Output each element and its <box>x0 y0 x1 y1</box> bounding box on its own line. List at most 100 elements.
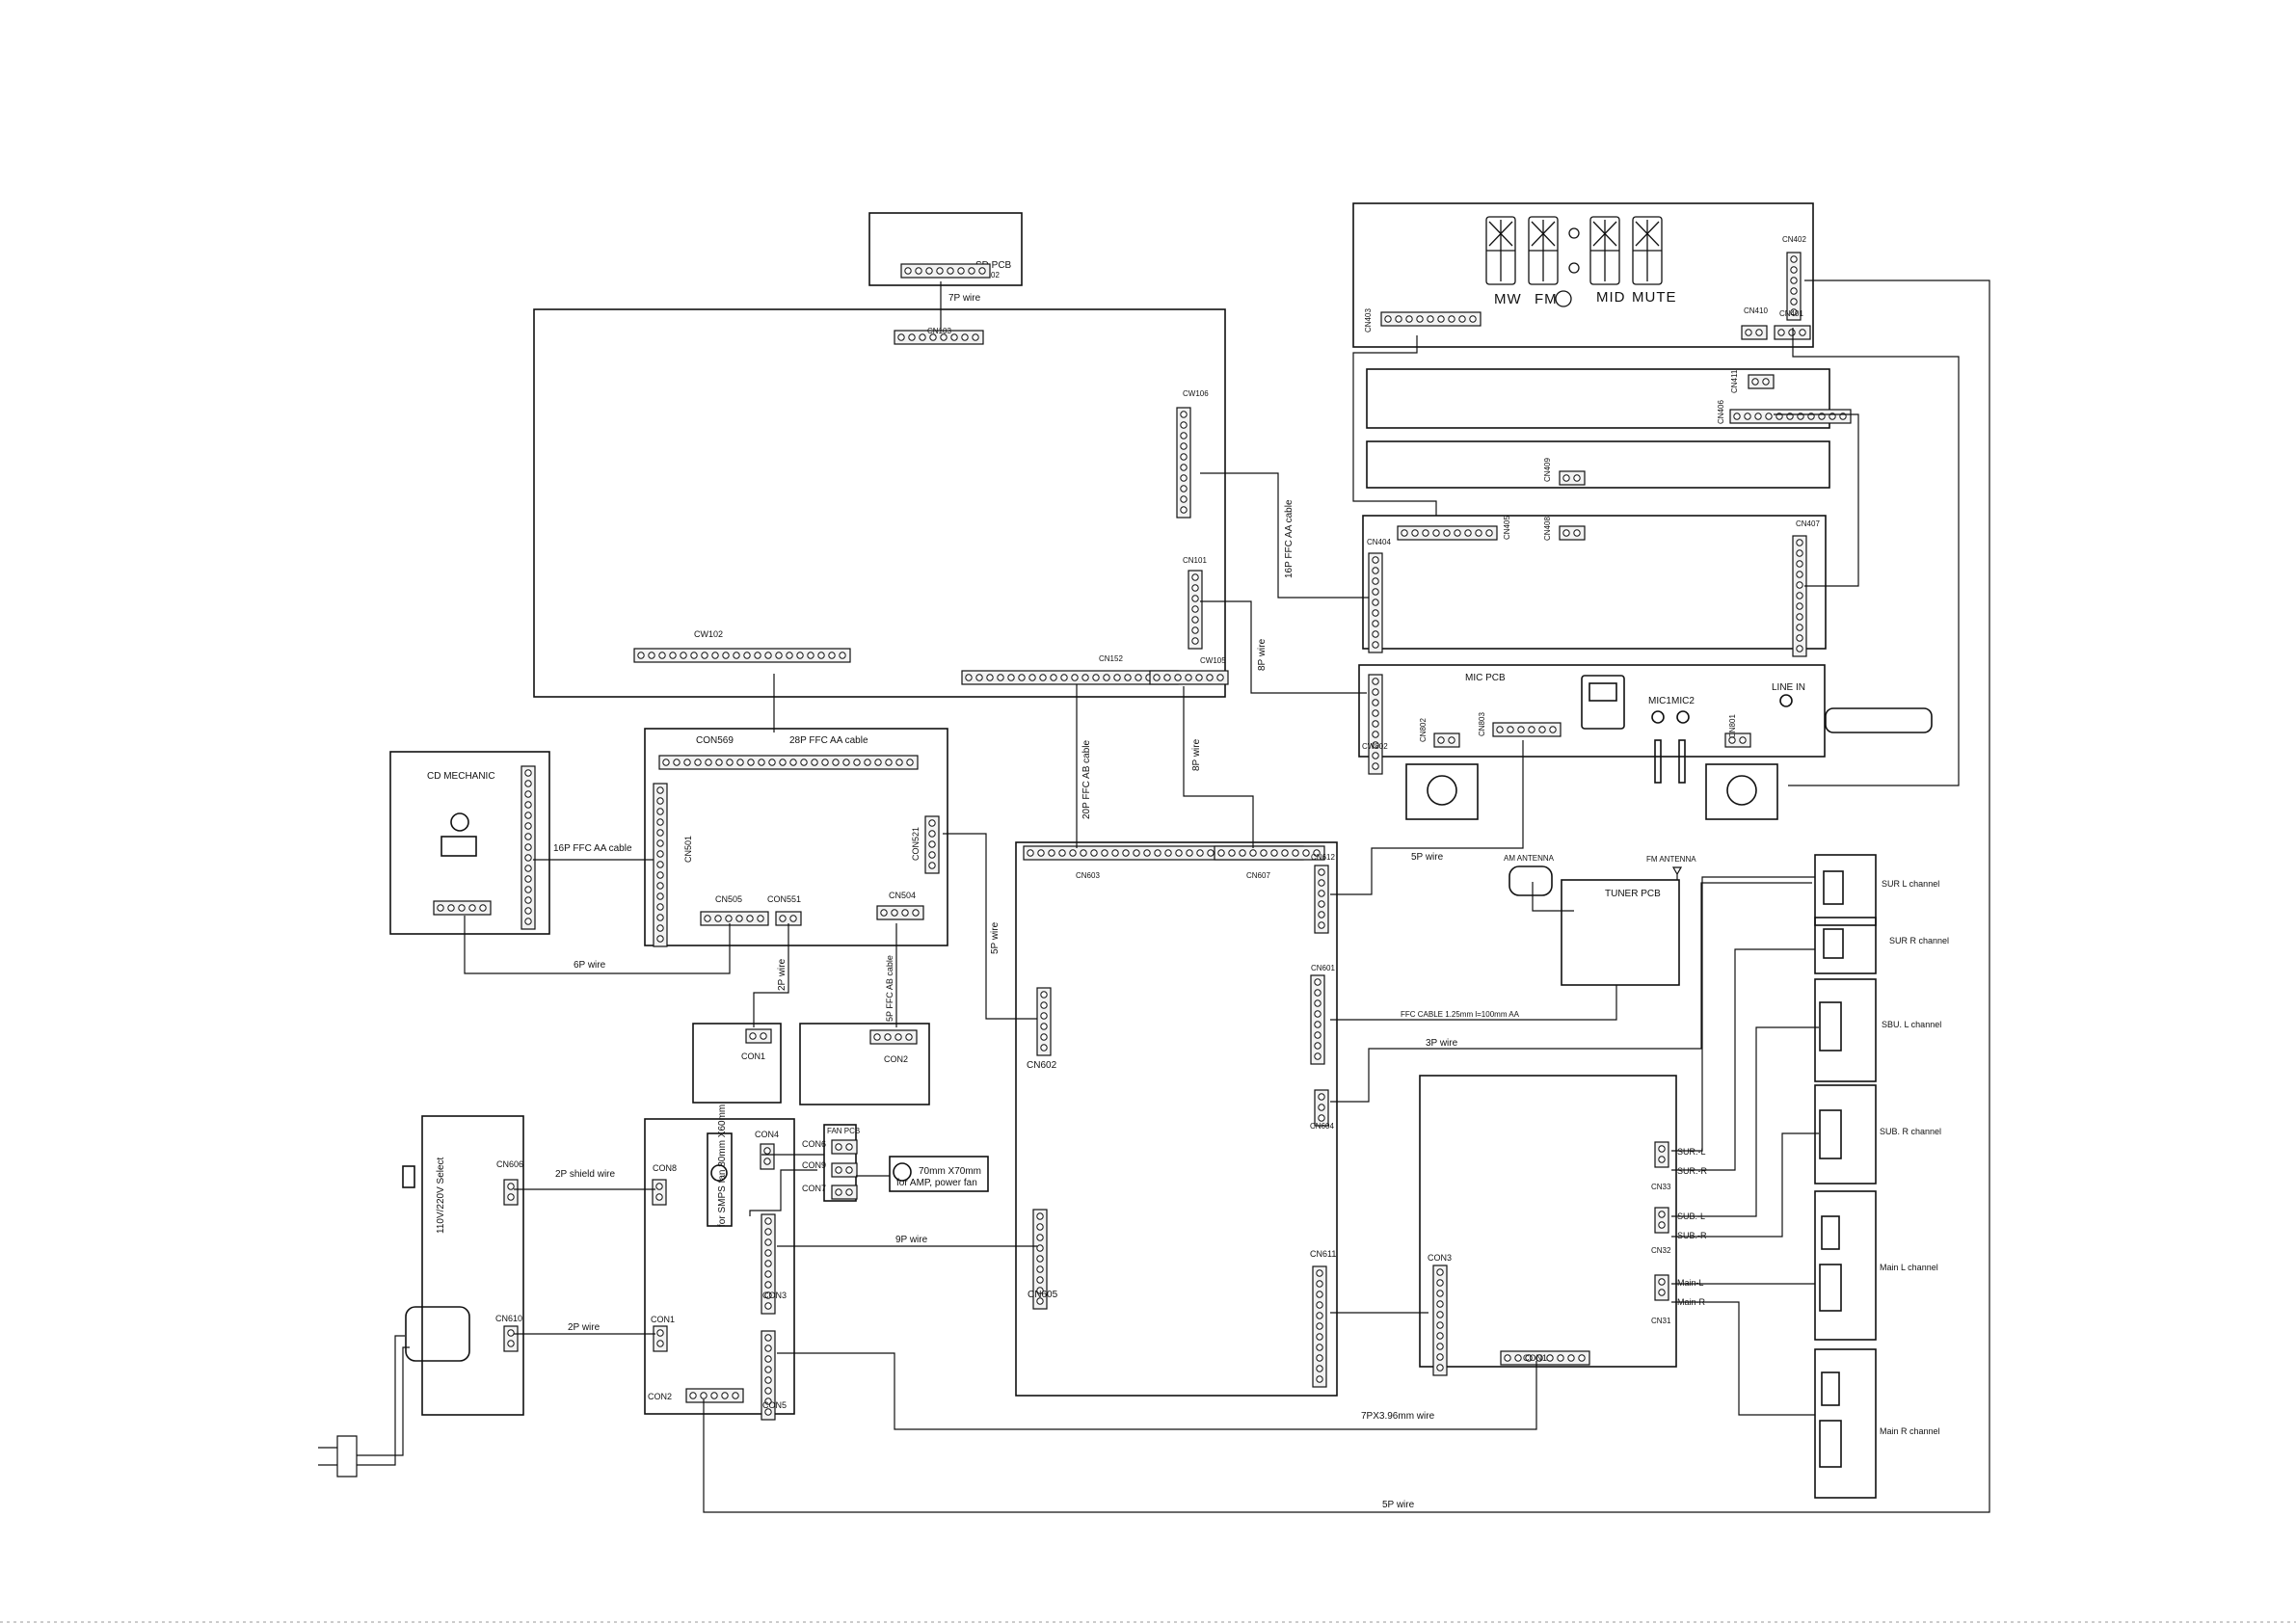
connector-front-cn404 <box>1368 552 1383 653</box>
connector-pin <box>1448 736 1455 744</box>
connector-pin <box>700 1392 707 1399</box>
speaker-sub-r: SUB. R channel <box>1814 1084 1941 1185</box>
connector-pin <box>1422 529 1429 537</box>
wire-7p-label: 7P wire <box>948 293 981 304</box>
digit-3 <box>1589 216 1620 285</box>
connector-pin <box>1314 1010 1322 1018</box>
connector-pin <box>925 267 933 275</box>
connector-pin <box>764 1291 772 1299</box>
speaker-sub-r-label: SUB. R channel <box>1880 1127 1941 1136</box>
connector-pin <box>828 652 836 659</box>
connector-cd-header <box>521 765 536 930</box>
wire-5p-ffc-label: 5P FFC AB cable <box>885 955 894 1022</box>
connector-pin <box>714 915 722 922</box>
connector-pin <box>764 1302 772 1310</box>
connector-front-cn411 <box>1748 374 1775 389</box>
small-board-con1 <box>692 1023 782 1104</box>
connector-pin <box>906 759 914 766</box>
connector-mic-cn802 <box>1433 732 1460 748</box>
speaker-output-labels: SUR.-L SUR.-R SUB.-L SUB.-R Main-L Main-… <box>1677 1147 1707 1307</box>
wire-2p-con1-label: 2P wire <box>777 958 788 991</box>
connector-pin <box>746 915 754 922</box>
digit-2 <box>1528 216 1559 285</box>
cn411-label: CN411 <box>1730 369 1739 393</box>
connector-pin <box>758 759 765 766</box>
connector-pin <box>928 851 936 859</box>
connector-pin <box>507 1340 515 1347</box>
connector-pin <box>1739 736 1747 744</box>
connector-pin <box>694 759 702 766</box>
connector-small-con2 <box>869 1029 918 1045</box>
connector-pin <box>1790 298 1798 306</box>
connector-pin <box>1316 1333 1323 1341</box>
connector-pin <box>637 652 645 659</box>
connector-pin <box>689 1392 697 1399</box>
connector-pin <box>1180 432 1188 439</box>
connector-pin <box>1436 1364 1444 1371</box>
connector-pin <box>656 871 664 879</box>
connector-pin <box>1372 609 1379 617</box>
route-cn403-cn405 <box>1352 335 1437 516</box>
connector-pin <box>1314 1052 1322 1060</box>
route-cn612-mic <box>1330 740 1524 895</box>
fm-antenna-label: FM ANTENNA <box>1646 855 1696 864</box>
connector-pin <box>1436 1353 1444 1361</box>
speaker-main-l-label: Main L channel <box>1880 1263 1938 1272</box>
connector-pin <box>764 1228 772 1236</box>
line-in-jack-icon <box>1779 694 1793 707</box>
connector-pin <box>754 652 761 659</box>
connector-pin <box>1405 315 1413 323</box>
connector-pin <box>775 652 783 659</box>
wire-2p-psu-label: 2P wire <box>568 1322 601 1333</box>
con551-label: CON551 <box>767 894 801 904</box>
connector-pin <box>656 797 664 805</box>
connector-pin <box>1464 529 1472 537</box>
cn410-label: CN410 <box>1744 306 1768 315</box>
connector-pin <box>1143 849 1151 857</box>
connector-pin <box>732 1392 739 1399</box>
connector-pin <box>1372 752 1379 759</box>
mic-panel: MIC1 MIC2 LINE IN <box>1405 675 1933 820</box>
connector-pin <box>1318 1104 1325 1111</box>
connector-pin <box>1796 539 1803 546</box>
main-board <box>533 308 1226 698</box>
connector-pin <box>764 1366 772 1373</box>
mic1-pot-icon <box>1654 739 1662 784</box>
cn102-label: CW102 <box>694 629 723 639</box>
route-cn101-mic <box>1200 600 1367 694</box>
connector-cn32 <box>1654 1207 1669 1234</box>
cd-mechanic-label: CD MECHANIC <box>427 771 495 782</box>
connector-pin <box>1007 674 1015 681</box>
con1-small-label: CON1 <box>741 1052 765 1061</box>
connector-pin <box>891 909 898 917</box>
connector-pin <box>1372 599 1379 606</box>
connector-con3-amp <box>1432 1265 1448 1376</box>
connector-main-cn152 <box>961 670 1179 685</box>
vfd-display: MW FM MID MUTE <box>1485 216 1676 307</box>
connector-pin <box>1292 849 1299 857</box>
connector-pin <box>1318 879 1325 887</box>
connector-pin <box>1207 849 1215 857</box>
connector-pin <box>1040 1012 1048 1020</box>
connector-pin <box>789 915 797 922</box>
connector-pin <box>1316 1365 1323 1372</box>
connector-pin <box>1549 726 1557 733</box>
con2-psu-label: CON2 <box>648 1392 672 1401</box>
connector-pin <box>524 769 532 777</box>
connector-pin <box>1316 1375 1323 1383</box>
connector-con8 <box>652 1179 667 1206</box>
route-con551-con1 <box>753 923 789 1027</box>
connector-pin <box>1790 308 1798 316</box>
con7-label: CON7 <box>802 1184 826 1193</box>
cn31-label: CN31 <box>1651 1317 1671 1325</box>
connector-cn611 <box>1312 1265 1327 1388</box>
connector-pin <box>1504 1354 1511 1362</box>
connector-pin <box>710 1392 718 1399</box>
connector-pin <box>1185 674 1192 681</box>
out-sub-l-label: SUB.-L <box>1677 1211 1705 1221</box>
connector-pin <box>1496 726 1504 733</box>
connector-cn33 <box>1654 1141 1669 1168</box>
connector-pin <box>673 759 681 766</box>
route-sub-r <box>1671 1132 1819 1238</box>
connector-pin <box>1036 1276 1044 1284</box>
